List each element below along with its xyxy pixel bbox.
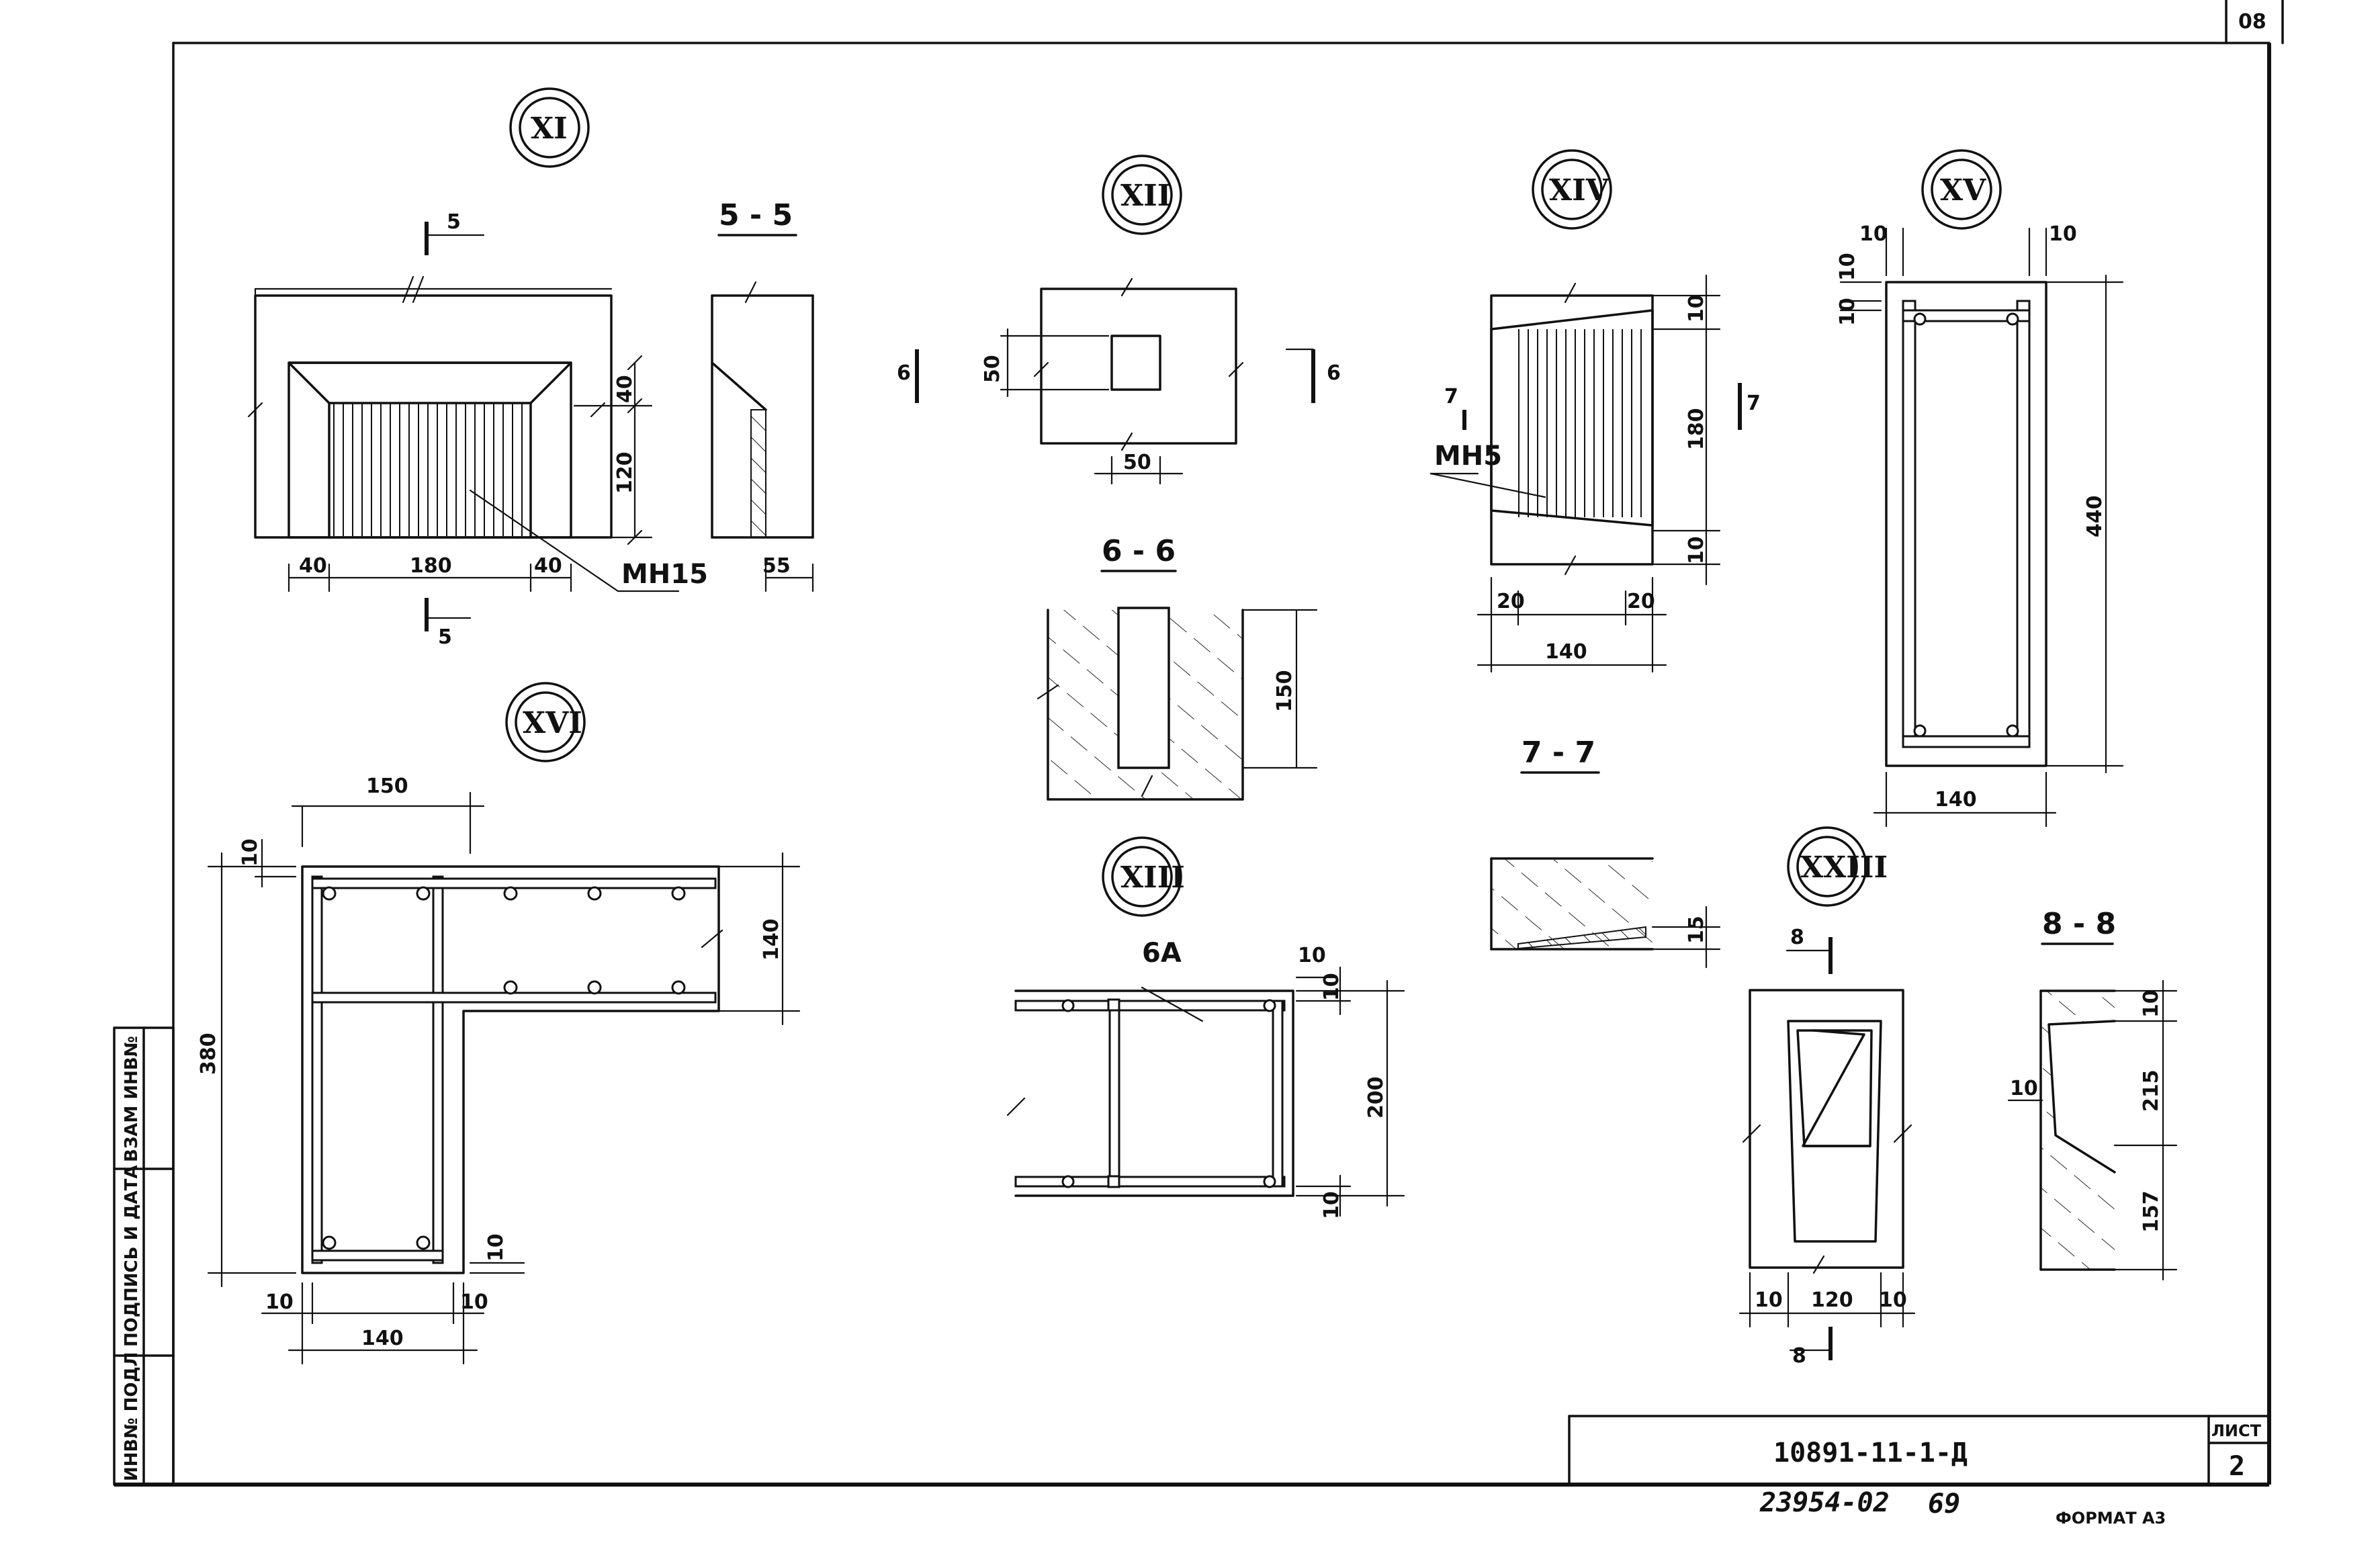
section-mark-8b: 8 (1792, 1344, 1806, 1368)
dim-6-6-150: 150 (1273, 670, 1296, 712)
dim-xiii-200: 200 (1364, 1076, 1388, 1118)
dim-8-8-157: 157 (2140, 1190, 2163, 1233)
dim-xii-50-h: 50 (1123, 451, 1151, 474)
section-mark-6a: 6 (897, 361, 911, 385)
dim-xiv-10b: 10 (1685, 536, 1708, 564)
section-6-6-title: 6 - 6 (1102, 534, 1176, 568)
dim-xvi-10b: 10 (265, 1290, 294, 1314)
section-7-7-title: 7 - 7 (1522, 736, 1595, 770)
dim-xv-140: 140 (1935, 788, 1977, 811)
node-xv-view (1839, 149, 2124, 828)
dim-7-7-15: 15 (1685, 916, 1708, 944)
section-mark-5a: 5 (447, 210, 461, 234)
dim-xxiii-120: 120 (1811, 1288, 1853, 1312)
format-label: ФОРМАТ А3 (2056, 1509, 2166, 1528)
section-mark-7a: 7 (1444, 385, 1458, 408)
dim-xv-10c: 10 (1836, 253, 1859, 281)
material-mn5: МН5 (1434, 441, 1502, 472)
node-xiv-view (1429, 149, 1742, 969)
node-xii-label: XII (1120, 179, 1171, 213)
corner-number: 08 (2238, 10, 2266, 34)
sheet-number: 2 (2229, 1451, 2245, 1482)
stamp-inv-orig: ИНВ№ ПОДЛ (122, 1352, 142, 1481)
node-xiii-view (1006, 836, 1405, 1217)
material-mn15: МН15 (621, 559, 708, 590)
stamp-sign-date: ПОДПИСЬ И ДАТА (122, 1165, 142, 1347)
doc-code: 10891-11-1-Д (1773, 1438, 1968, 1468)
dim-xxiii-10a: 10 (1755, 1288, 1783, 1312)
dim-xiv-10a: 10 (1685, 294, 1708, 322)
dim-xvi-140-h: 140 (361, 1327, 404, 1350)
dim-55: 55 (762, 554, 791, 578)
node-xv-label: XV (1940, 173, 1986, 208)
side-stamp (113, 1026, 175, 1486)
dim-xi-120: 120 (613, 451, 637, 494)
node-xxiii-view (1738, 826, 2178, 1360)
node-xiv-label: XIV (1549, 173, 1610, 208)
title-block (1568, 1415, 2271, 1486)
node-xii-view (915, 155, 1318, 801)
section-5-5-title: 5 - 5 (719, 198, 793, 232)
dim-xvi-140-v: 140 (760, 918, 783, 961)
section-mark-7b: 7 (1747, 392, 1761, 415)
page-number: 69 (1928, 1489, 1960, 1520)
dim-8-8-10a: 10 (2140, 989, 2163, 1018)
material-6a: 6А (1142, 938, 1182, 969)
dim-xiii-10c: 10 (1320, 1191, 1343, 1219)
dim-8-8-10b: 10 (2010, 1077, 2038, 1100)
dim-xi-40b: 40 (534, 554, 562, 578)
stamp-inv-repl: ВЗАМ ИНВ№ (122, 1036, 142, 1162)
dim-xiii-10b: 10 (1320, 973, 1343, 1001)
sheet-frame (114, 0, 2284, 1487)
dim-xiii-10a: 10 (1298, 944, 1326, 967)
dim-xiv-20b: 20 (1627, 590, 1655, 613)
dim-xv-440: 440 (2083, 495, 2107, 537)
dim-xvi-10c: 10 (460, 1290, 488, 1314)
dim-xvi-10a: 10 (238, 838, 262, 867)
node-xi-label: XI (531, 112, 568, 146)
dim-xiv-180: 180 (1685, 408, 1708, 450)
archive-number: 23954-02 (1759, 1487, 1890, 1518)
dim-8-8-215: 215 (2140, 1069, 2163, 1112)
dim-xi-40c: 40 (613, 375, 637, 403)
dim-xi-180: 180 (410, 554, 452, 578)
sheet-label: ЛИСТ (2211, 1421, 2262, 1440)
dim-xxiii-10b: 10 (1879, 1288, 1907, 1312)
node-xiii-label: XIII (1120, 861, 1185, 895)
node-xxiii-label: XXIII (1800, 850, 1888, 885)
dim-xv-10d: 10 (1836, 298, 1859, 326)
node-xi-view (247, 87, 814, 631)
dim-xvi-380: 380 (197, 1032, 220, 1075)
dim-xv-10a: 10 (1859, 222, 1888, 246)
dim-xi-40a: 40 (299, 554, 327, 578)
dim-xv-10b: 10 (2049, 222, 2077, 246)
node-xvi-label: XVI (523, 706, 582, 740)
dim-xvi-10d: 10 (484, 1233, 508, 1262)
section-mark-6b: 6 (1327, 361, 1341, 385)
section-mark-5b: 5 (438, 625, 452, 649)
dim-xii-50-v: 50 (981, 355, 1004, 383)
dim-xvi-150: 150 (366, 775, 408, 798)
dim-xiv-20a: 20 (1497, 590, 1525, 613)
dim-xiv-140: 140 (1545, 640, 1587, 664)
section-8-8-title: 8 - 8 (2042, 907, 2116, 941)
section-mark-8a: 8 (1790, 926, 1804, 949)
node-xvi-view (207, 682, 801, 1365)
